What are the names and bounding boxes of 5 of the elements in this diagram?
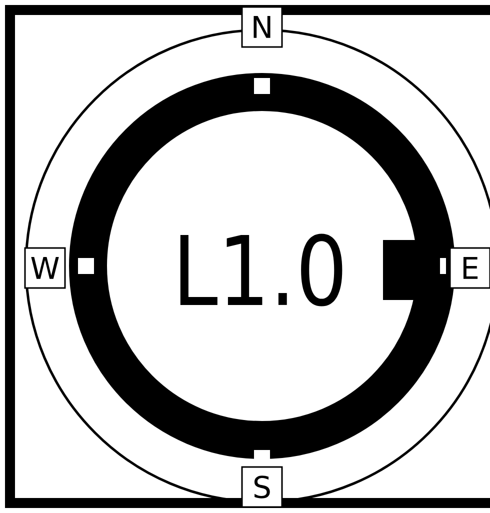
direction-box: S — [241, 466, 283, 508]
direction-box: W — [24, 247, 66, 289]
center-label: L1.0 — [180, 234, 342, 306]
direction-box: N — [241, 6, 283, 48]
direction-box: E — [449, 247, 490, 289]
